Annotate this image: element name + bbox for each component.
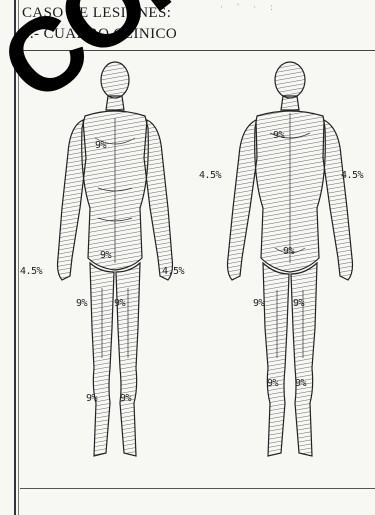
back-left-leg-label: 9% [267, 378, 278, 389]
front-abdomen-label: 9% [100, 250, 111, 261]
front-left-thigh-label: 9% [76, 298, 87, 309]
front-left-leg-label: 9% [86, 393, 97, 404]
back-lower-back-label: 9% [283, 246, 294, 257]
back-left-thigh-label: 9% [253, 298, 264, 309]
section-subtitle: 1.- CUADRO CLINICO [22, 26, 177, 43]
left-border-inner [18, 0, 19, 515]
back-body-outline [195, 58, 375, 468]
footer-rule [20, 488, 375, 489]
left-border [14, 0, 16, 515]
body-diagram-back: 9% 9% 4.5% 4.5% 9% 9% 9% 9% [195, 58, 375, 468]
front-chest-label: 9% [95, 140, 106, 151]
back-left-arm-label: 4.5% [199, 170, 221, 181]
back-right-arm-label: 4.5% [341, 170, 363, 181]
front-right-leg-label: 9% [120, 393, 131, 404]
front-left-arm-label: 4.5% [20, 266, 42, 277]
back-right-leg-label: 9% [295, 378, 306, 389]
scan-noise: · ' · : [220, 2, 279, 12]
body-diagram-front: 9% 9% 4.5% 4.5% 9% 9% 9% 9% [40, 58, 190, 468]
back-upper-back-label: 9% [273, 130, 284, 141]
back-right-thigh-label: 9% [293, 298, 304, 309]
front-right-thigh-label: 9% [114, 298, 125, 309]
header-rule [20, 50, 375, 51]
front-right-arm-label: 4.5% [162, 266, 184, 277]
section-title: CASO DE LESIONES: [22, 5, 171, 22]
front-body-outline [40, 58, 190, 468]
